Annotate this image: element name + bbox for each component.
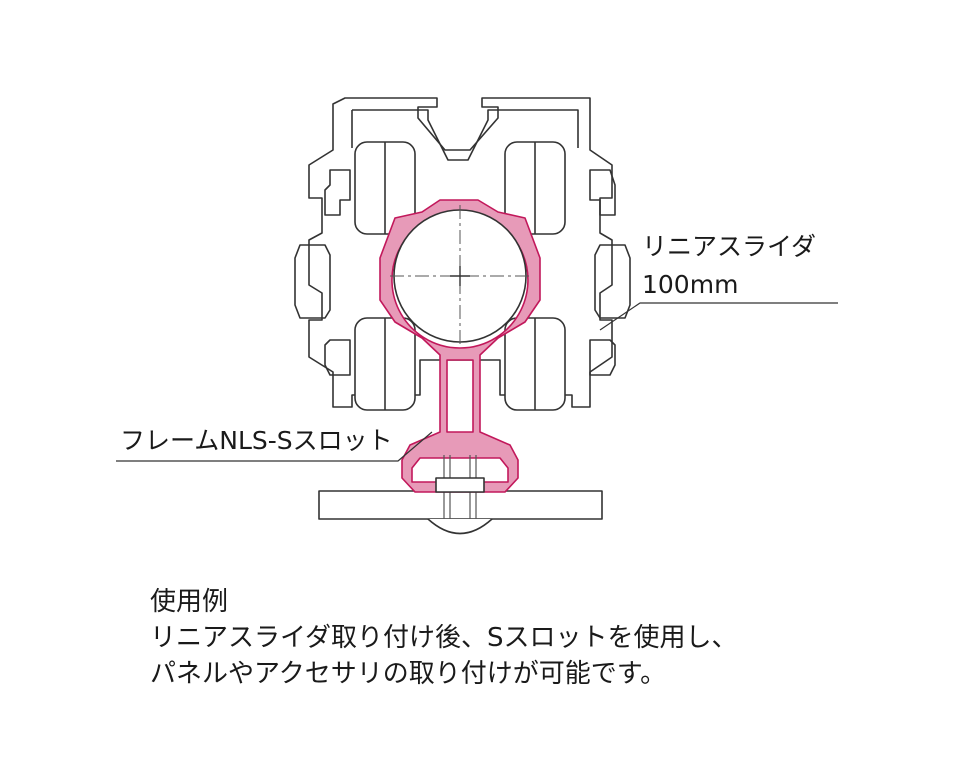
slider-name-label: リニアスライダ — [642, 232, 817, 261]
leader-slider — [599, 302, 838, 331]
caption-heading: 使用例 — [150, 587, 229, 617]
side-slot-right-top — [589, 169, 616, 216]
frame-slot-label: フレームNLS-Sスロット — [120, 426, 393, 455]
usage-caption: 使用例 リニアスライダ取り付け後、Sスロットを使用し、 パネルやアクセサリの取り… — [150, 584, 737, 692]
slider-size-label: 100mm — [642, 270, 739, 299]
side-slot-left-top — [324, 169, 351, 216]
rail-profile-highlight — [379, 199, 541, 493]
caption-line-1: リニアスライダ取り付け後、Sスロットを使用し、 — [150, 623, 738, 653]
side-slot-left-bot — [324, 339, 351, 376]
side-slot-right-mid — [594, 244, 631, 319]
caption-line-2: パネルやアクセサリの取り付けが可能です。 — [150, 659, 667, 689]
slider-housing — [308, 97, 613, 408]
slider-housing-inner — [351, 109, 579, 161]
slider-frame-diagram — [116, 97, 838, 535]
bolt-head — [427, 518, 493, 535]
side-slot-right-bot — [589, 339, 616, 376]
leader-frame — [116, 431, 433, 462]
base-plate — [318, 490, 603, 520]
side-slot-left-mid — [294, 244, 331, 319]
